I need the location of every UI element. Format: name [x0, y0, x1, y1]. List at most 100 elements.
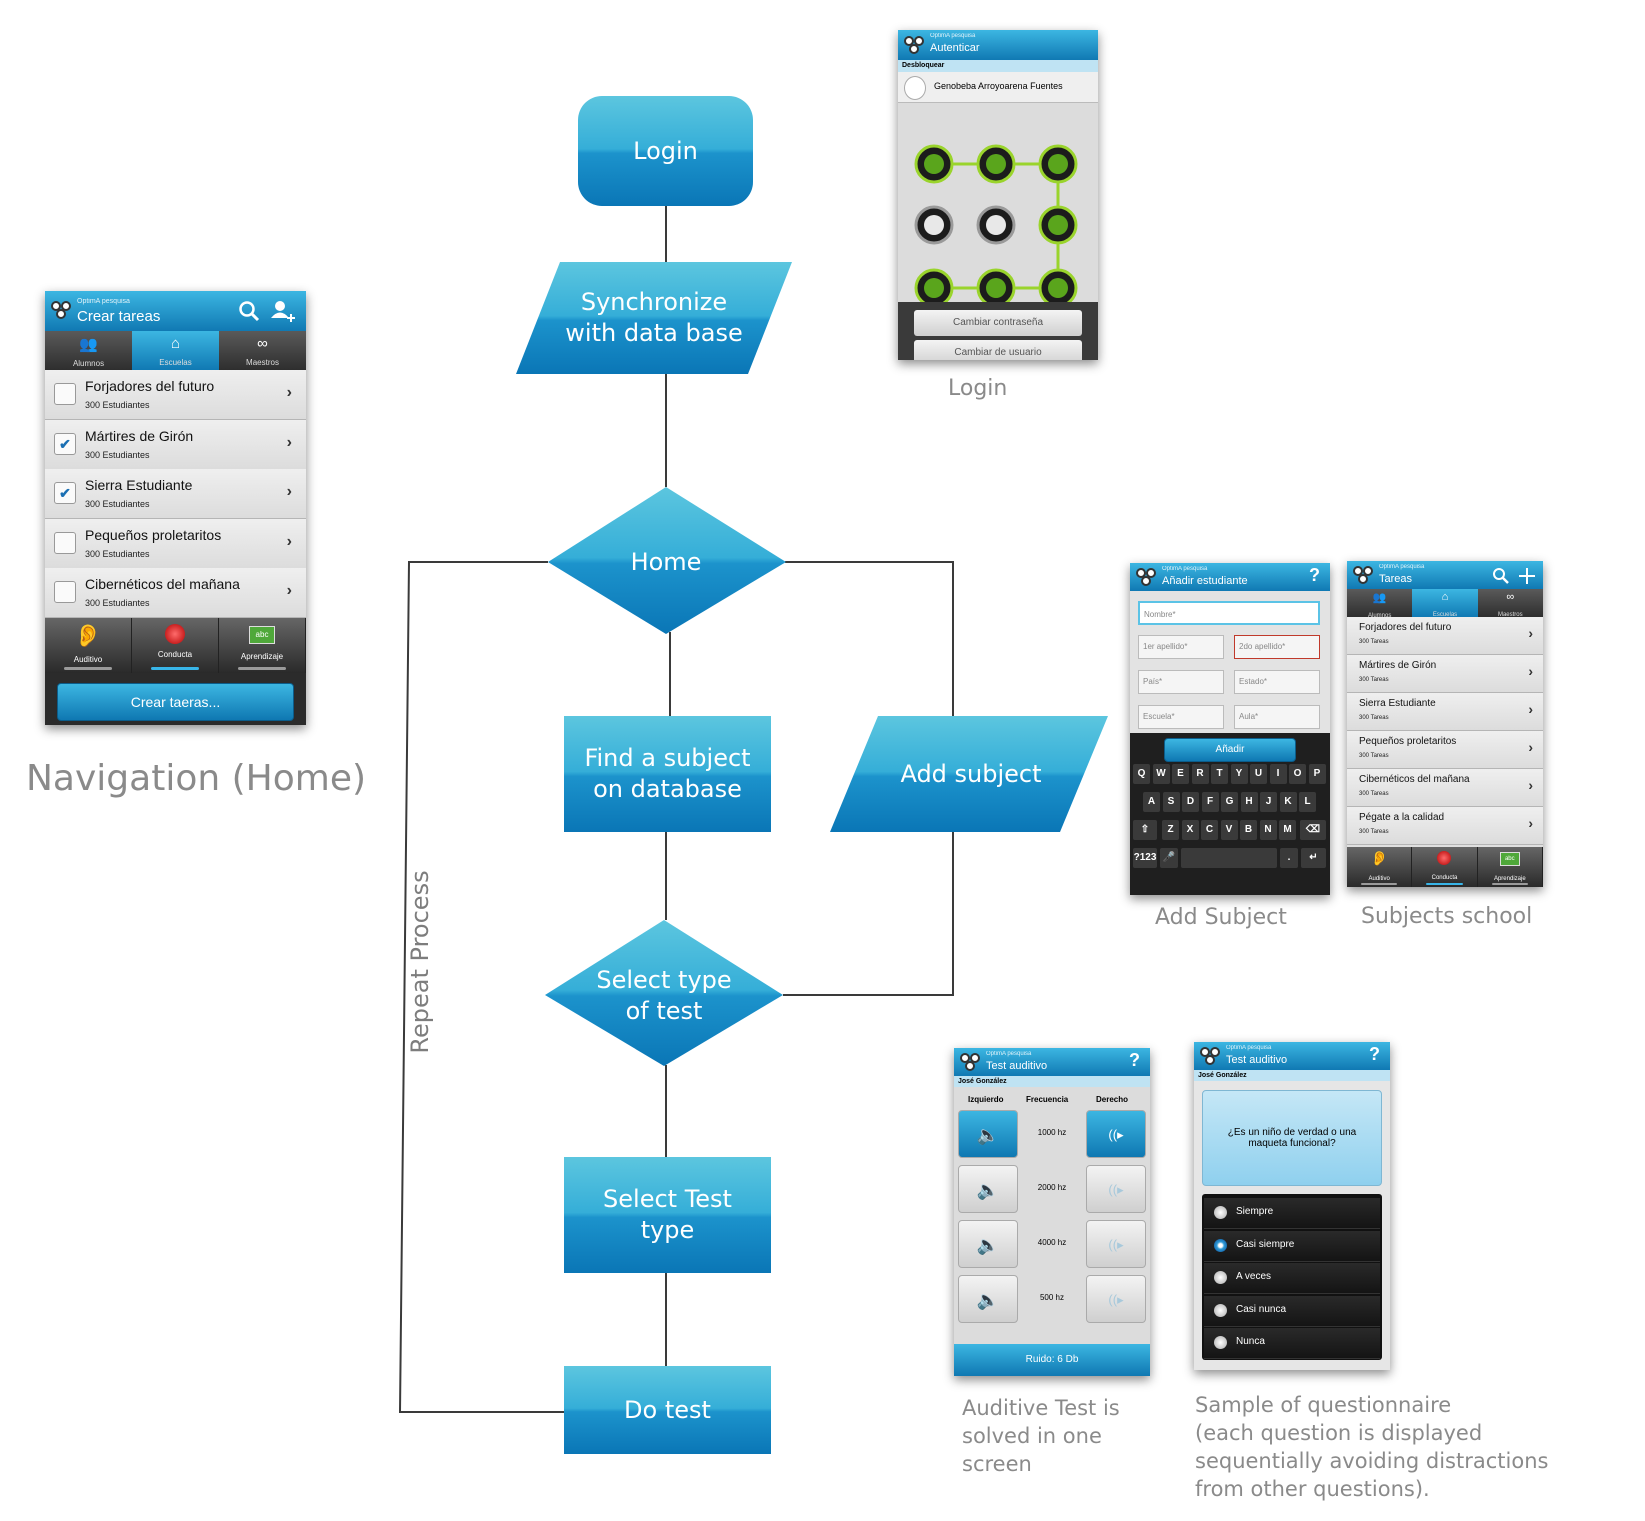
- radio-icon[interactable]: [1214, 1303, 1227, 1317]
- checked-checkbox[interactable]: ✔: [54, 482, 76, 505]
- tab-maestros[interactable]: ∞Maestros: [1478, 589, 1543, 618]
- right-ear-speaker-button[interactable]: ((▸: [1086, 1165, 1146, 1213]
- answer-option[interactable]: Nunca: [1204, 1328, 1380, 1359]
- unlock-pattern[interactable]: [898, 102, 1098, 302]
- bottom-auditivo[interactable]: 👂Auditivo: [45, 618, 132, 673]
- tab-alumnos[interactable]: 👥Alumnos: [45, 331, 132, 370]
- backspace-key[interactable]: ⌫: [1300, 820, 1326, 840]
- left-ear-speaker-button[interactable]: 🔈: [958, 1110, 1018, 1158]
- key-f[interactable]: F: [1201, 792, 1219, 812]
- unchecked-checkbox[interactable]: [54, 581, 76, 604]
- space-key[interactable]: [1181, 848, 1277, 868]
- key-y[interactable]: Y: [1230, 764, 1248, 784]
- key-x[interactable]: X: [1181, 820, 1199, 840]
- tab-escuelas[interactable]: ⌂Escuelas: [132, 331, 219, 370]
- answer-option[interactable]: Casi siempre: [1204, 1230, 1380, 1262]
- key-p[interactable]: P: [1308, 764, 1326, 784]
- microphone-key[interactable]: 🎤: [1160, 848, 1178, 868]
- left-ear-speaker-button[interactable]: 🔈: [958, 1220, 1018, 1268]
- key-j[interactable]: J: [1260, 792, 1277, 812]
- key-d[interactable]: D: [1182, 792, 1199, 812]
- answer-option[interactable]: A veces: [1204, 1263, 1380, 1294]
- tab-maestros[interactable]: ∞Maestros: [219, 331, 306, 370]
- left-ear-speaker-button[interactable]: 🔈: [958, 1165, 1018, 1213]
- search-icon[interactable]: [1492, 567, 1510, 585]
- key-v[interactable]: V: [1220, 820, 1238, 840]
- state-field[interactable]: Estado*: [1234, 670, 1320, 694]
- answer-option[interactable]: Siempre: [1204, 1198, 1380, 1229]
- bottom-auditivo[interactable]: 👂Auditivo: [1347, 847, 1413, 887]
- repeat-process-label: Repeat Process: [406, 870, 434, 1054]
- bottom-conducta[interactable]: Conducta: [1412, 847, 1478, 887]
- search-icon[interactable]: [238, 300, 260, 322]
- right-ear-speaker-button[interactable]: ((▸: [1086, 1275, 1146, 1323]
- change-user-button[interactable]: Cambiar de usuario: [914, 340, 1082, 360]
- key-r[interactable]: R: [1191, 764, 1209, 784]
- checked-checkbox[interactable]: ✔: [54, 432, 76, 455]
- period-key[interactable]: .: [1280, 848, 1298, 868]
- shift-key[interactable]: ⇧: [1133, 820, 1157, 840]
- key-n[interactable]: N: [1259, 820, 1277, 840]
- key-q[interactable]: Q: [1133, 764, 1150, 784]
- radio-icon[interactable]: [1214, 1206, 1227, 1219]
- right-ear-speaker-button[interactable]: ((▸: [1086, 1220, 1146, 1268]
- name-field[interactable]: Nombre*: [1138, 601, 1320, 625]
- tab-escuelas[interactable]: ⌂Escuelas: [1412, 589, 1478, 618]
- classroom-field[interactable]: Aula*: [1234, 705, 1320, 729]
- add-user-icon[interactable]: [270, 298, 296, 324]
- key-l[interactable]: L: [1299, 792, 1316, 812]
- add-button[interactable]: Añadir: [1164, 738, 1296, 762]
- key-c[interactable]: C: [1201, 820, 1218, 840]
- row-title: Forjadores del futuro: [85, 378, 215, 394]
- key-b[interactable]: B: [1240, 820, 1257, 840]
- country-field[interactable]: País*: [1138, 670, 1224, 694]
- school-field[interactable]: Escuela*: [1138, 705, 1224, 729]
- key-o[interactable]: O: [1289, 764, 1306, 784]
- unchecked-checkbox[interactable]: [54, 383, 76, 405]
- key-i[interactable]: I: [1269, 764, 1287, 784]
- first-surname-field[interactable]: 1er apellido*: [1138, 635, 1224, 659]
- radio-selected-icon[interactable]: [1214, 1238, 1227, 1252]
- right-ear-speaker-button[interactable]: ((▸: [1086, 1110, 1146, 1158]
- answer-option[interactable]: Casi nunca: [1204, 1295, 1380, 1327]
- symbols-key[interactable]: ?123: [1133, 848, 1157, 868]
- help-icon[interactable]: ?: [1129, 1050, 1140, 1070]
- unchecked-checkbox[interactable]: [54, 531, 76, 554]
- radio-icon[interactable]: [1214, 1336, 1227, 1349]
- key-s[interactable]: S: [1162, 792, 1180, 812]
- bottom-conducta[interactable]: Conducta: [132, 618, 219, 673]
- key-w[interactable]: W: [1152, 764, 1170, 784]
- second-surname-field[interactable]: 2do apellido*: [1234, 635, 1320, 659]
- help-icon[interactable]: ?: [1369, 1044, 1380, 1064]
- key-e[interactable]: E: [1172, 764, 1189, 784]
- create-tasks-button[interactable]: Crear taeras...: [57, 683, 294, 721]
- radio-icon[interactable]: [1214, 1271, 1227, 1284]
- tab-alumnos[interactable]: 👥Alumnos: [1347, 589, 1412, 619]
- key-t[interactable]: T: [1211, 764, 1228, 784]
- key-a[interactable]: A: [1143, 792, 1160, 812]
- change-password-button[interactable]: Cambiar contraseña: [914, 310, 1082, 336]
- key-g[interactable]: G: [1221, 792, 1238, 812]
- key-k[interactable]: K: [1279, 792, 1297, 812]
- help-icon[interactable]: ?: [1309, 565, 1320, 585]
- enter-key[interactable]: ↵: [1301, 848, 1326, 868]
- key-m[interactable]: M: [1279, 820, 1296, 840]
- key-u[interactable]: U: [1250, 764, 1267, 784]
- key-z[interactable]: Z: [1162, 820, 1179, 840]
- plus-icon[interactable]: [1517, 566, 1537, 586]
- left-ear-speaker-button[interactable]: 🔈: [958, 1275, 1018, 1323]
- key-h[interactable]: H: [1240, 792, 1258, 812]
